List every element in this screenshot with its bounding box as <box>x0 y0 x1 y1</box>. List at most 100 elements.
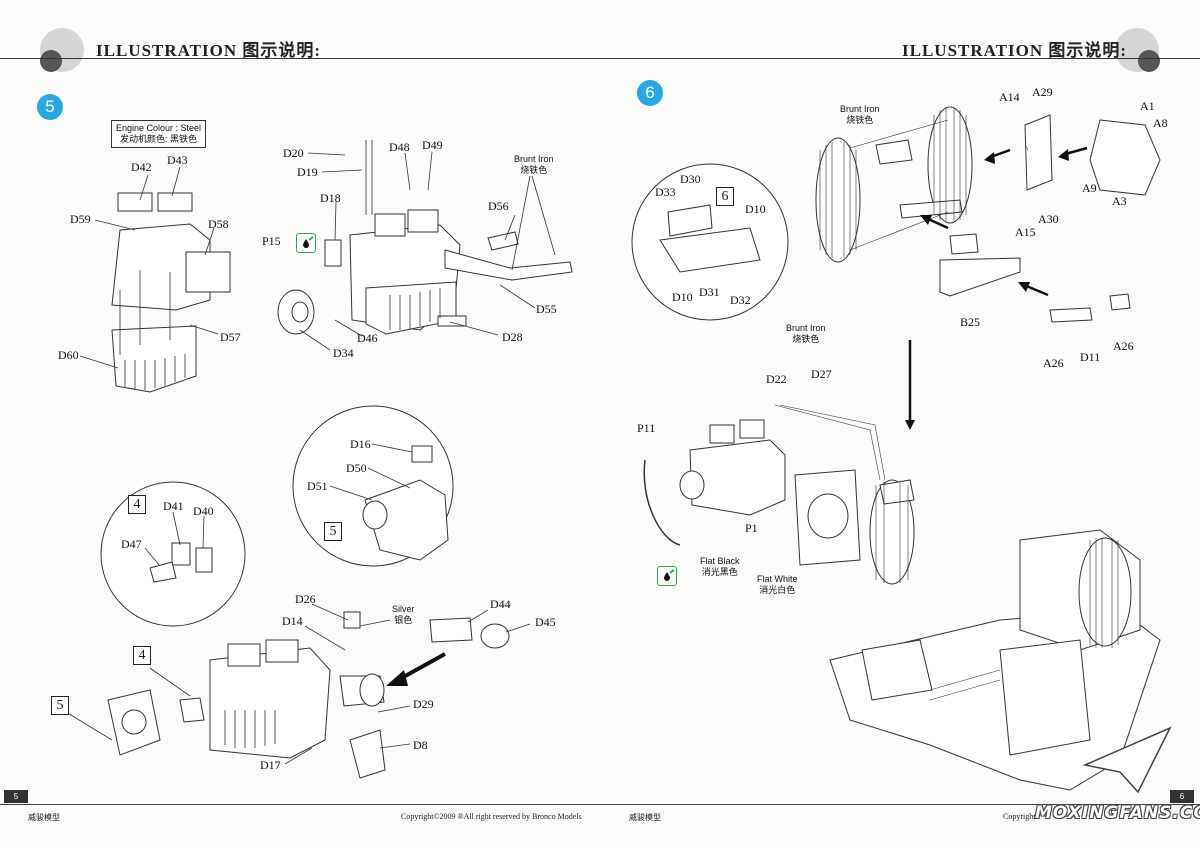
sub-step-box: 6 <box>716 187 734 206</box>
footer-copyright: Copyright©2009 ®All right reserved by Br… <box>401 812 582 821</box>
step-6-drawings <box>631 106 1172 794</box>
footer-brand: 威骏模型 <box>28 813 60 822</box>
part-label: D40 <box>193 504 214 518</box>
footer-rule <box>600 804 1200 805</box>
part-label: D51 <box>307 479 328 493</box>
step-number-badge: 6 <box>637 80 663 106</box>
footer-rule <box>0 804 600 805</box>
part-label: D26 <box>295 592 316 606</box>
brunt-iron-cn: 烧铁色 <box>792 334 820 344</box>
page-number: 6 <box>1170 790 1194 803</box>
part-label: A26 <box>1113 339 1134 353</box>
engine-colour-note: Engine Colour : Steel 发动机颜色: 黑铁色 <box>111 120 207 148</box>
part-label: A8 <box>1153 116 1168 130</box>
part-label: D34 <box>333 346 354 360</box>
footer-copyright: Copyright <box>1003 812 1036 821</box>
page-title: ILLUSTRATION 图示说明: <box>96 41 322 60</box>
sub-step-box: 4 <box>133 646 151 665</box>
part-label: D32 <box>730 293 751 307</box>
part-label: A3 <box>1112 194 1127 208</box>
part-label: D14 <box>282 614 303 628</box>
header-rule <box>600 58 1200 59</box>
part-label: D28 <box>502 330 523 344</box>
page-number: 5 <box>4 790 28 803</box>
part-label: D19 <box>297 165 318 179</box>
brunt-iron-note: Brunt Iron 烧铁色 <box>514 154 554 176</box>
flat-black-cn: 消光黑色 <box>701 567 738 577</box>
part-label: D46 <box>357 331 378 345</box>
engine-colour-en: Engine Colour : Steel <box>116 123 202 133</box>
page-title: ILLUSTRATION 图示说明: <box>902 41 1128 60</box>
paint-indicator-icon <box>657 566 677 586</box>
part-label: P15 <box>262 234 281 248</box>
flat-white-en: Flat White <box>757 574 798 584</box>
silver-note: Silver 银色 <box>392 604 415 626</box>
part-label: A30 <box>1038 212 1059 226</box>
part-label: D45 <box>535 615 556 629</box>
step-number-badge: 5 <box>37 94 63 120</box>
part-label: D50 <box>346 461 367 475</box>
part-label: A14 <box>999 90 1020 104</box>
part-label: D56 <box>488 199 509 213</box>
part-label: D10 <box>745 202 766 216</box>
part-label: D44 <box>490 597 511 611</box>
sub-step-box: 5 <box>324 522 342 541</box>
flat-black-note: Flat Black 消光黑色 <box>700 556 740 578</box>
step-5-drawings <box>65 140 573 779</box>
brunt-iron-note: Brunt Iron 烧铁色 <box>786 323 826 345</box>
brunt-iron-en: Brunt Iron <box>840 104 880 114</box>
part-label: D27 <box>811 367 832 381</box>
header-rule <box>0 58 600 59</box>
brunt-iron-en: Brunt Iron <box>786 323 826 333</box>
brunt-iron-note: Brunt Iron 烧铁色 <box>840 104 880 126</box>
flat-white-cn: 消光白色 <box>759 585 796 595</box>
part-label: D10 <box>672 290 693 304</box>
part-label: D8 <box>413 738 428 752</box>
part-label: B25 <box>960 315 981 329</box>
paint-indicator-icon <box>296 233 316 253</box>
part-label: D16 <box>350 437 371 451</box>
part-label: D57 <box>220 330 241 344</box>
silver-en: Silver <box>392 604 415 614</box>
part-label: D60 <box>58 348 79 362</box>
part-label: D59 <box>70 212 91 226</box>
part-label: A26 <box>1043 356 1064 370</box>
part-label: D33 <box>655 185 676 199</box>
brunt-iron-en: Brunt Iron <box>514 154 554 164</box>
part-label: D22 <box>766 372 787 386</box>
part-label: D18 <box>320 191 341 205</box>
left-page: ILLUSTRATION 图示说明: <box>0 28 600 822</box>
part-label: A9 <box>1082 181 1097 195</box>
engine-colour-cn: 发动机颜色: 黑铁色 <box>120 134 198 144</box>
part-label: D43 <box>167 153 188 167</box>
footer-brand: 威骏模型 <box>629 813 661 822</box>
part-label: D41 <box>163 499 184 513</box>
part-label: D20 <box>283 146 304 160</box>
part-label: D49 <box>422 138 443 152</box>
part-label: D31 <box>699 285 720 299</box>
part-label: D47 <box>121 537 142 551</box>
part-label: A29 <box>1032 85 1053 99</box>
brunt-iron-cn: 烧铁色 <box>846 115 874 125</box>
sub-step-box: 5 <box>51 696 69 715</box>
part-label: D55 <box>536 302 557 316</box>
part-label: D42 <box>131 160 152 174</box>
part-label: D48 <box>389 140 410 154</box>
part-label: D17 <box>260 758 281 772</box>
part-label: D29 <box>413 697 434 711</box>
part-label: A15 <box>1015 225 1036 239</box>
part-label: D30 <box>680 172 701 186</box>
right-page: ILLUSTRATION 图示说明: <box>600 0 1200 848</box>
sub-step-box: 4 <box>128 495 146 514</box>
part-label: D58 <box>208 217 229 231</box>
flat-white-note: Flat White 消光白色 <box>757 574 798 596</box>
part-label: P11 <box>637 421 656 435</box>
flat-black-en: Flat Black <box>700 556 740 566</box>
brunt-iron-cn: 烧铁色 <box>520 165 548 175</box>
part-label: P1 <box>745 521 758 535</box>
watermark-logo: MOXINGFANS.COM <box>1035 803 1200 823</box>
header-decoration-dot <box>1138 50 1160 72</box>
part-label: D11 <box>1080 350 1101 364</box>
part-label: A1 <box>1140 99 1155 113</box>
silver-cn: 银色 <box>394 615 413 625</box>
